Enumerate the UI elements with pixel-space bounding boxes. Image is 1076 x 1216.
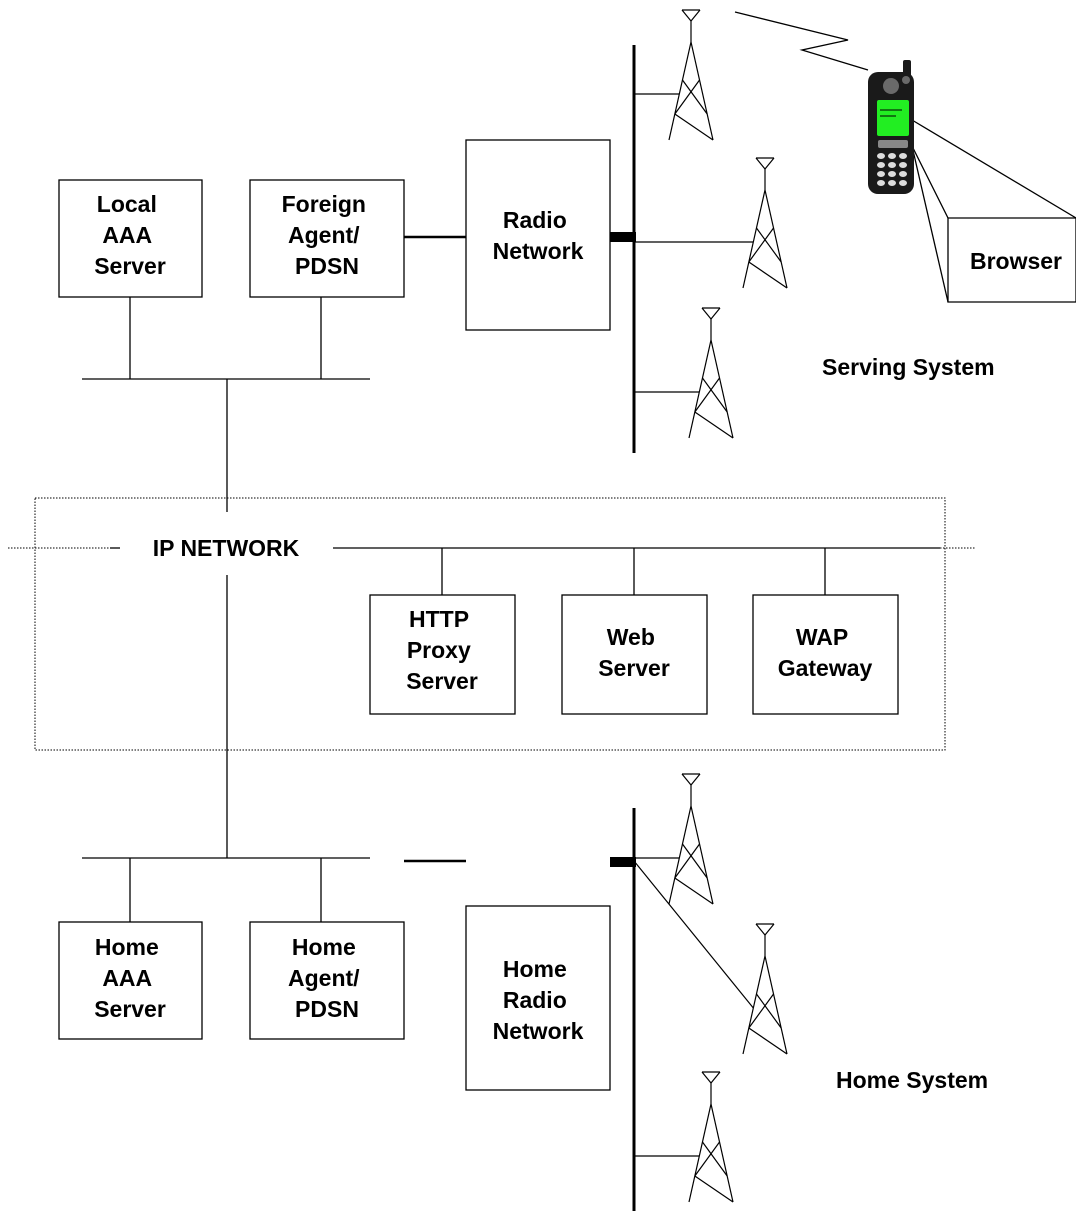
http-proxy-line-1: HTTP — [409, 606, 469, 632]
home-radio-line-2: Radio — [503, 987, 567, 1013]
local-aaa-line-1: Local — [97, 191, 157, 217]
local-aaa-line-2: AAA — [102, 222, 151, 248]
phone-key — [877, 171, 885, 177]
http-proxy-server-box[interactable]: HTTP Proxy Server — [369, 594, 516, 715]
radio-network-box[interactable]: Radio Network — [465, 139, 611, 331]
radio-network-line-1: Radio — [503, 207, 567, 233]
home-agent-line-2: Agent/ — [288, 965, 360, 991]
home-aaa-server-box[interactable]: Home AAA Server — [58, 921, 203, 1040]
mobile-phone-icon[interactable] — [868, 60, 914, 194]
phone-key — [899, 162, 907, 168]
web-server-box[interactable]: Web Server — [561, 594, 708, 715]
web-server-line-2: Server — [598, 655, 670, 681]
home-radio-line-1: Home — [503, 956, 567, 982]
home-agent-line-3: PDSN — [295, 996, 359, 1022]
serving-tower-3-icon — [634, 307, 734, 439]
svg-text:Home Radio Network: Home Radio Network — [493, 956, 584, 1044]
phone-key — [888, 180, 896, 186]
home-bus-connector — [610, 857, 636, 867]
home-tower-1-icon — [634, 773, 714, 905]
phone-key — [899, 171, 907, 177]
ip-network-region — [34, 497, 946, 751]
wap-gateway-box[interactable]: WAP Gateway — [752, 594, 899, 715]
svg-text:HTTP Proxy Server: HTTP Proxy Server — [406, 606, 478, 694]
radio-network-line-2: Network — [493, 238, 584, 264]
phone-key — [888, 171, 896, 177]
home-tower-2-icon — [633, 860, 788, 1055]
browser-box[interactable]: Browser — [911, 119, 1076, 303]
home-aaa-line-1: Home — [95, 934, 159, 960]
http-proxy-line-2: Proxy — [407, 637, 471, 663]
svg-text:WAP Gateway: WAP Gateway — [778, 624, 873, 681]
http-proxy-line-3: Server — [406, 668, 478, 694]
web-server-line-1: Web — [607, 624, 655, 650]
svg-text:Radio Network: Radio Network — [493, 207, 584, 264]
svg-text:Home AAA Server: Home AAA Server — [94, 934, 166, 1022]
serving-tower-2-icon — [634, 157, 788, 289]
home-aaa-line-3: Server — [94, 996, 166, 1022]
home-aaa-line-2: AAA — [102, 965, 151, 991]
svg-text:Web Server: Web Server — [598, 624, 670, 681]
serving-system-label: Serving System — [822, 354, 995, 380]
foreign-agent-pdsn-box[interactable]: Foreign Agent/ PDSN — [249, 179, 405, 298]
svg-text:Foreign Agent/ PDS: Foreign Agent/ PDSN — [282, 191, 373, 279]
home-agent-line-1: Home — [292, 934, 356, 960]
local-aaa-server-box[interactable]: Local AAA Server — [58, 179, 203, 298]
wap-gateway-line-1: WAP — [796, 624, 848, 650]
home-system-label: Home System — [836, 1067, 988, 1093]
browser-label: Browser — [970, 248, 1062, 274]
radio-towers — [633, 9, 788, 1203]
phone-key — [888, 153, 896, 159]
foreign-agent-line-1: Foreign — [282, 191, 366, 217]
foreign-agent-line-3: PDSN — [295, 253, 359, 279]
phone-key — [877, 180, 885, 186]
home-radio-line-3: Network — [493, 1018, 584, 1044]
phone-key — [899, 180, 907, 186]
foreign-agent-line-2: Agent/ — [288, 222, 360, 248]
svg-text:Local AAA Server: Local AAA Server — [94, 191, 166, 279]
serving-tower-1-icon — [634, 9, 714, 141]
home-radio-network-box[interactable]: Home Radio Network — [465, 905, 611, 1091]
home-tower-3-icon — [634, 1071, 734, 1203]
home-agent-pdsn-box[interactable]: Home Agent/ PDSN — [249, 921, 405, 1040]
phone-key — [877, 162, 885, 168]
phone-key — [877, 153, 885, 159]
wireless-link-zigzag — [734, 11, 869, 71]
ip-network-label: IP NETWORK — [153, 535, 300, 561]
phone-key — [899, 153, 907, 159]
phone-key — [888, 162, 896, 168]
svg-text:Home Agent/ PDSN: Home Agent/ PDSN — [288, 934, 366, 1022]
local-aaa-line-3: Server — [94, 253, 166, 279]
wap-gateway-line-2: Gateway — [778, 655, 873, 681]
serving-bus-connector — [610, 232, 636, 242]
